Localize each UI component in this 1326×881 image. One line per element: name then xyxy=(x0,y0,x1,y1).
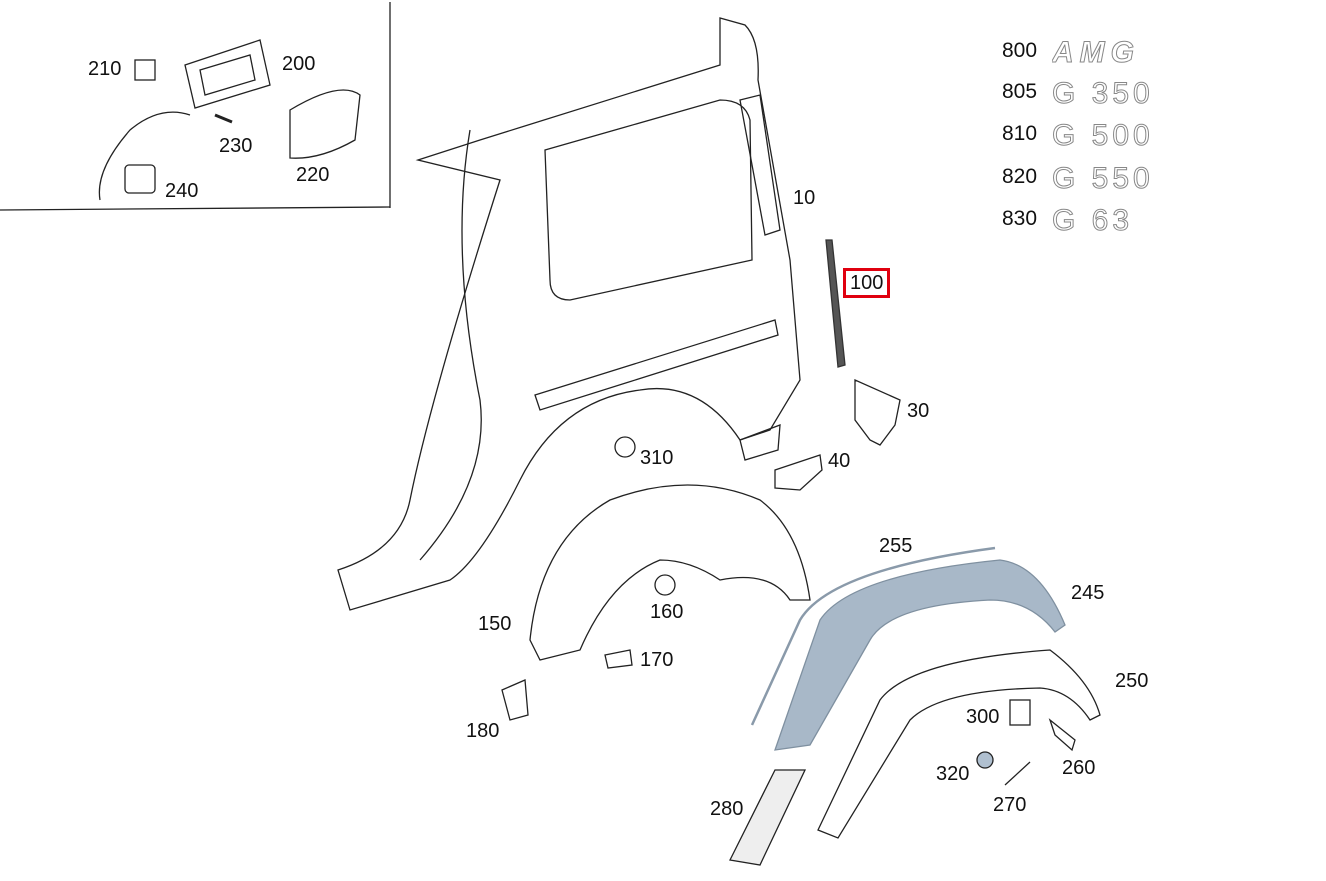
brackets xyxy=(614,378,901,491)
callout-810[interactable]: 810 xyxy=(1002,122,1038,145)
callout-280[interactable]: 280 xyxy=(710,798,744,820)
svg-text:G 63: G 63 xyxy=(1052,204,1133,235)
fuel-door-assembly xyxy=(98,39,361,201)
emblem-g63: G 63 xyxy=(1052,204,1133,236)
callout-170[interactable]: 170 xyxy=(640,649,674,671)
callout-150[interactable]: 150 xyxy=(478,613,512,635)
svg-text:G 550: G 550 xyxy=(1052,162,1154,193)
callout-10[interactable]: 10 xyxy=(793,187,816,209)
callout-210[interactable]: 210 xyxy=(88,58,122,80)
wheel-liner-150 xyxy=(501,484,811,721)
svg-text:G 500: G 500 xyxy=(1052,119,1154,150)
callout-830[interactable]: 830 xyxy=(1002,207,1038,230)
callout-255[interactable]: 255 xyxy=(879,535,913,557)
callout-800[interactable]: 800 xyxy=(1002,39,1038,62)
emblem-g350: G 350 xyxy=(1052,77,1154,109)
emblem-amg: AMG xyxy=(1052,36,1140,68)
callout-820[interactable]: 820 xyxy=(1002,165,1038,188)
wheel-arch-flare-245 xyxy=(729,546,1101,866)
callout-320[interactable]: 320 xyxy=(936,763,970,785)
callout-220[interactable]: 220 xyxy=(296,164,330,186)
inset-frame xyxy=(0,2,391,211)
callout-300[interactable]: 300 xyxy=(966,706,1000,728)
emblem-g550: G 550 xyxy=(1052,162,1154,194)
callout-245[interactable]: 245 xyxy=(1071,582,1105,604)
callout-270[interactable]: 270 xyxy=(993,794,1027,816)
callout-250[interactable]: 250 xyxy=(1115,670,1149,692)
callout-100-highlighted[interactable]: 100 xyxy=(843,268,891,298)
callout-30[interactable]: 30 xyxy=(907,400,930,422)
trim-strip-100 xyxy=(825,239,846,368)
callout-805[interactable]: 805 xyxy=(1002,80,1038,103)
callout-200[interactable]: 200 xyxy=(282,53,316,75)
callout-310[interactable]: 310 xyxy=(640,447,674,469)
callout-40[interactable]: 40 xyxy=(828,450,851,472)
callout-230[interactable]: 230 xyxy=(219,135,253,157)
callout-260[interactable]: 260 xyxy=(1062,757,1096,779)
emblem-g500: G 500 xyxy=(1052,119,1154,151)
callout-240[interactable]: 240 xyxy=(165,180,199,202)
callout-180[interactable]: 180 xyxy=(466,720,500,742)
callout-160[interactable]: 160 xyxy=(650,601,684,623)
svg-text:AMG: AMG xyxy=(1052,36,1140,68)
svg-text:G 350: G 350 xyxy=(1052,77,1154,108)
side-panel-10 xyxy=(337,17,801,611)
